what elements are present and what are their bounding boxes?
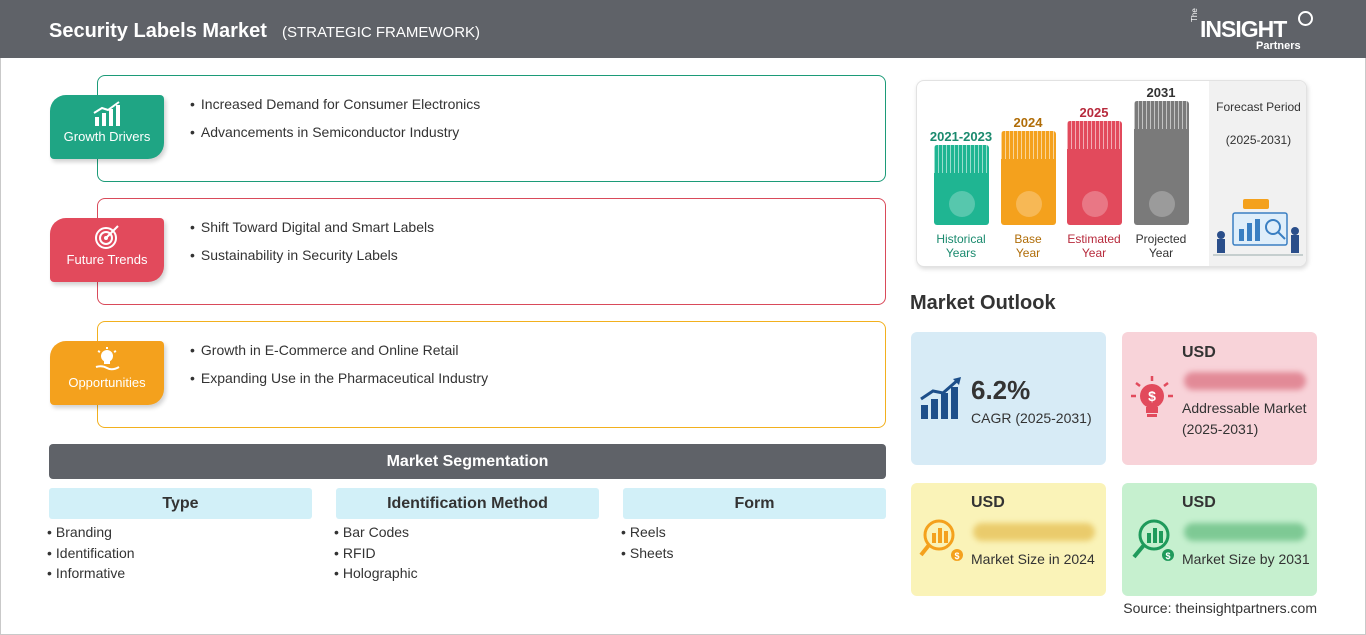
growth-chart-icon [920,377,961,419]
growth-drivers-box: Increased Demand for Consumer Electronic… [97,75,886,182]
market-size-2024-card: $ USD Market Size in 2024 [911,483,1106,596]
forecast-period-range: (2025-2031) [1225,133,1292,147]
timeline-bar-estimated [1067,121,1122,225]
future-trends-list: Shift Toward Digital and Smart Labels Su… [190,219,434,275]
calendar-icon [1015,191,1042,217]
list-item: Sustainability in Security Labels [190,247,434,275]
timeline-year-projected: 2031 [1146,85,1176,100]
cagr-value: 6.2% [971,375,1031,405]
addressable-market-value-redacted [1184,372,1306,390]
market-size-2024-currency: USD [971,494,1005,511]
opportunities-box: Growth in E-Commerce and Online Retail E… [97,321,886,428]
bar-chart-growth-icon [93,101,120,126]
opportunities-label: Opportunities [68,375,146,390]
list-item: Expanding Use in the Pharmaceutical Indu… [190,370,488,398]
lightbulb-hand-icon [95,347,120,371]
market-size-2031-currency: USD [1182,494,1216,511]
list-item: Advancements in Semiconductor Industry [190,124,480,152]
segment-type-list: Branding Identification Informative [47,524,135,586]
svg-text:$: $ [1148,388,1156,404]
market-size-2031-card: $ USD Market Size by 2031 [1122,483,1317,596]
future-trends-label: Future Trends [66,252,148,267]
insight-partners-logo: The INSIGHT Partners [1188,8,1318,54]
page-subtitle: (STRATEGIC FRAMEWORK) [282,24,481,41]
history-clock-icon [948,191,975,217]
gear-chart-icon [1081,191,1108,217]
header-bar: Security Labels Market (STRATEGIC FRAMEW… [0,0,1366,58]
timeline-bar-projected [1134,101,1189,225]
list-item: Reels [621,524,674,545]
opportunities-list: Growth in E-Commerce and Online Retail E… [190,342,488,398]
dollar-lightbulb-icon: $ [1131,376,1173,417]
forecast-period-title: Forecast Period [1216,100,1301,114]
market-outlook-title: Market Outlook [910,292,1056,314]
segment-form-list: Reels Sheets [621,524,674,565]
segment-identification-method-list: Bar Codes RFID Holographic [334,524,418,586]
segment-form-title: Form [623,488,886,519]
list-item: Increased Demand for Consumer Electronic… [190,96,480,124]
opportunities-badge: Opportunities [50,341,164,405]
magnifier-chart-icon: $ [919,519,963,561]
presentation-board-icon [1148,191,1175,217]
timeline-year-base: 2024 [1013,115,1043,130]
svg-text:$: $ [1165,551,1170,561]
source-credit: Source: theinsightpartners.com [1123,600,1317,616]
addressable-market-label: Addressable Market (2025-2031) [1182,400,1307,437]
list-item: Shift Toward Digital and Smart Labels [190,219,434,247]
timeline-year-estimated: 2025 [1079,105,1109,120]
addressable-market-card: $ USD Addressable Market (2025-2031) [1122,332,1317,465]
list-item: Identification [47,545,135,566]
market-segmentation-header: Market Segmentation [49,444,886,479]
future-trends-badge: Future Trends [50,218,164,282]
growth-drivers-label: Growth Drivers [63,129,151,144]
future-trends-box: Shift Toward Digital and Smart Labels Su… [97,198,886,305]
list-item: Informative [47,565,135,586]
cagr-label: CAGR (2025-2031) [971,410,1092,426]
segment-identification-method-title: Identification Method [336,488,599,519]
timeline-bar-base [1001,131,1056,225]
cagr-card: 6.2% CAGR (2025-2031) [911,332,1106,465]
market-size-2024-label: Market Size in 2024 [971,551,1095,567]
addressable-market-currency: USD [1182,344,1216,361]
list-item: Holographic [334,565,418,586]
growth-drivers-badge: Growth Drivers [50,95,164,159]
list-item: Growth in E-Commerce and Online Retail [190,342,488,370]
timeline-bar-historical [934,145,989,225]
market-size-2031-label: Market Size by 2031 [1182,551,1310,567]
magnifier-chart-icon: $ [1132,519,1174,561]
timeline-year-historical: 2021-2023 [929,129,993,144]
list-item: RFID [334,545,418,566]
list-item: Branding [47,524,135,545]
analyst-dashboard-illustration-icon [1213,199,1303,256]
segment-type-title: Type [49,488,312,519]
growth-drivers-list: Increased Demand for Consumer Electronic… [190,96,480,152]
svg-text:$: $ [954,551,959,561]
page-title: Security Labels Market [49,20,267,42]
list-item: Sheets [621,545,674,566]
market-size-2024-value-redacted [973,523,1095,541]
target-icon [95,225,119,249]
list-item: Bar Codes [334,524,418,545]
market-size-2031-value-redacted [1184,523,1306,541]
